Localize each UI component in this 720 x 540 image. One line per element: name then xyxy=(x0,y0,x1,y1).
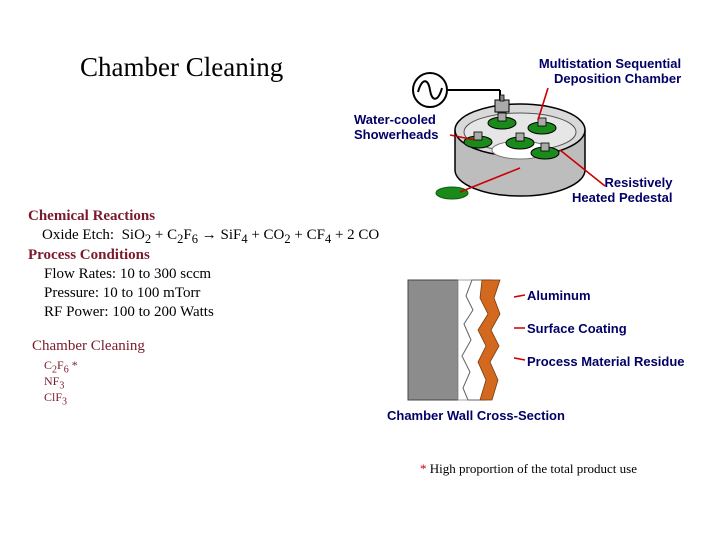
wall-cross-section xyxy=(407,279,514,401)
footnote: * High proportion of the total product u… xyxy=(420,461,637,477)
showerheads-label: Water-cooled Showerheads xyxy=(354,112,439,142)
gas-clf3: ClF3 xyxy=(44,390,68,408)
pedestal-arrow-2 xyxy=(559,149,606,187)
multistation-label: Multistation Sequential Deposition Chamb… xyxy=(538,56,681,86)
gas-nf3: NF3 xyxy=(44,374,65,392)
pressure-text: Pressure: 10 to 100 mTorr xyxy=(44,285,201,301)
multistation-label-line2: Deposition Chamber xyxy=(554,71,682,86)
process-heading: Process Conditions xyxy=(28,247,150,263)
showerhead-2 xyxy=(527,117,557,135)
page-title: Chamber Cleaning xyxy=(80,52,284,82)
showerheads-label-line2: Showerheads xyxy=(354,127,439,142)
showerheads-label-line1: Water-cooled xyxy=(354,112,436,127)
showerhead-5 xyxy=(530,142,560,160)
gas-c2f6: C2F6 * xyxy=(44,358,78,376)
rf-power-text: RF Power: 100 to 200 Watts xyxy=(44,304,214,320)
ac-source-icon xyxy=(412,72,501,108)
aluminum-label: Aluminum xyxy=(527,288,591,303)
reactions-heading: Chemical Reactions xyxy=(28,208,156,224)
multistation-label-line1: Multistation Sequential xyxy=(538,56,682,71)
pedestal-label: Resistively Heated Pedestal xyxy=(572,175,672,205)
footnote-text: High proportion of the total product use xyxy=(426,461,637,476)
pedestal-label-line2: Heated Pedestal xyxy=(572,190,673,205)
pedestal-arrow-1 xyxy=(459,167,521,193)
wall-cross-section-label: Chamber Wall Cross-Section xyxy=(387,408,565,423)
oxide-etch-line: Oxide Etch: SiO2 + C2F6 → SiF4 + CO2 + C… xyxy=(42,227,379,247)
deposition-chamber xyxy=(435,94,586,200)
oxide-etch-prefix: Oxide Etch: xyxy=(42,227,115,243)
pedestal-wafer xyxy=(435,186,469,200)
multistation-arrow xyxy=(537,87,549,121)
surface-coating-label: Surface Coating xyxy=(527,321,627,336)
showerheads-arrow xyxy=(449,134,476,141)
equation: SiO2 + C2F6 → SiF4 + CO2 + CF4 + 2 CO xyxy=(121,227,380,246)
flow-rates-text: Flow Rates: 10 to 300 sccm xyxy=(44,266,212,282)
cleaning-heading: Chamber Cleaning xyxy=(32,338,145,354)
showerhead-4 xyxy=(505,132,535,150)
showerhead-1 xyxy=(487,112,517,130)
footnote-mark: * xyxy=(420,461,427,476)
residue-label: Process Material Residue xyxy=(527,354,685,369)
pedestal-label-line1: Resistively xyxy=(604,175,673,190)
